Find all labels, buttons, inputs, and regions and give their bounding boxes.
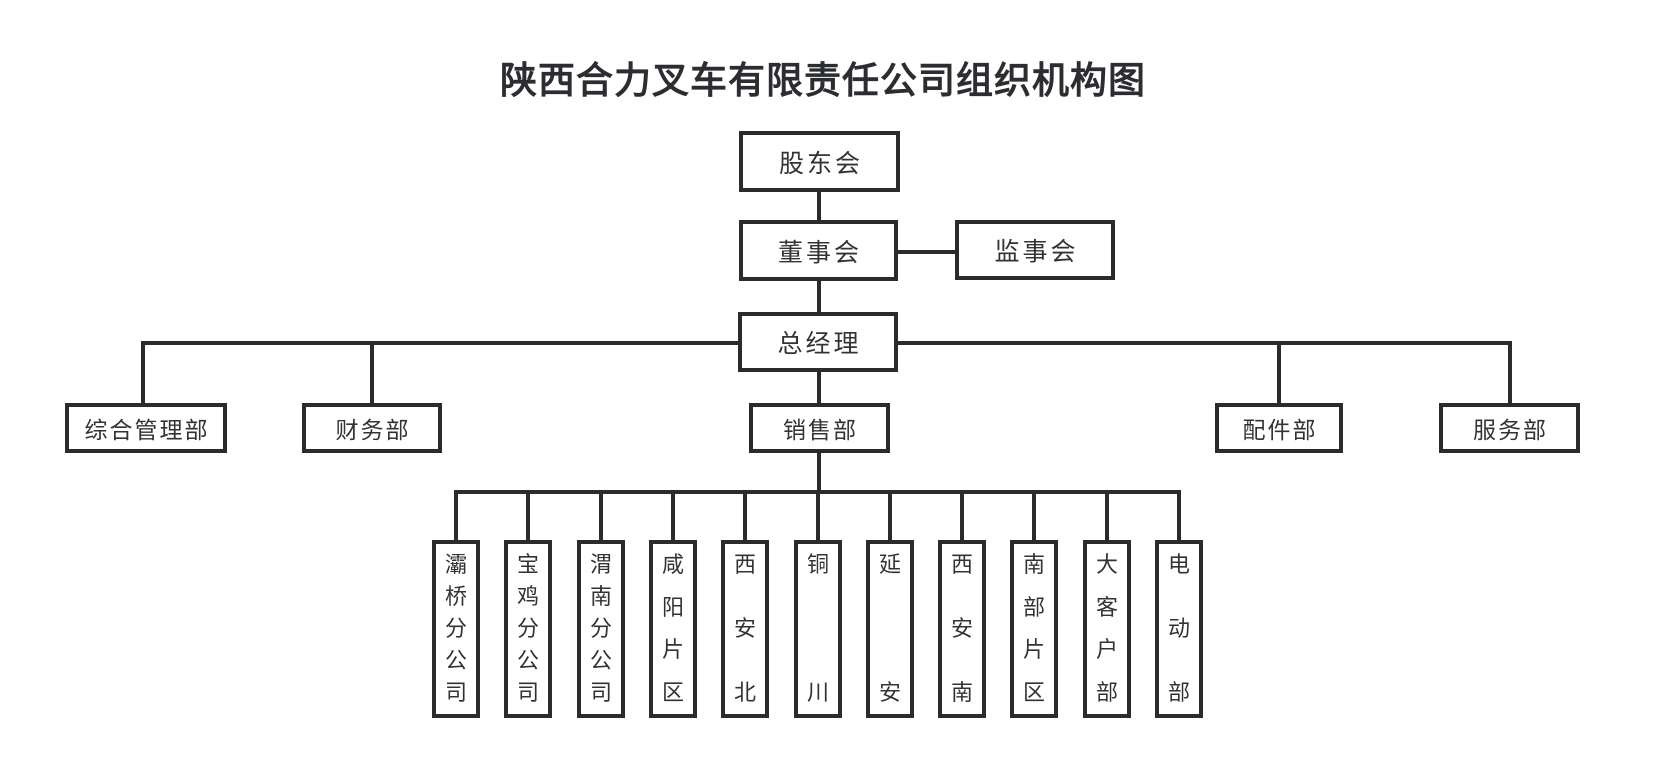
unit-label-char: 部 [1167,680,1190,705]
node-dept-admin: 综合管理部 [65,403,227,453]
connector-sales-unit-2 [599,490,603,540]
node-shareholders: 股东会 [739,131,900,192]
unit-label-char: 电 [1167,552,1190,577]
unit-label-char: 阳 [661,594,684,620]
node-sales-unit-7: 西安南 [938,540,986,718]
connector-gm-right-branch [897,341,1512,345]
unit-label-char: 司 [516,680,539,705]
unit-label-char: 安 [733,616,756,641]
node-sales-unit-3: 咸阳片区 [649,540,697,718]
unit-label-char: 铜 [806,552,829,577]
connector-sales-unit-0 [454,490,458,540]
unit-label-char: 片 [661,637,684,663]
connector-sales-unit-6 [888,490,892,540]
node-sales-unit-8: 南部片区 [1010,540,1058,718]
node-dept-finance: 财务部 [302,403,442,453]
unit-label-char: 司 [589,680,612,705]
node-supervisory: 监事会 [955,220,1115,280]
chart-title: 陕西合力叉车有限责任公司组织机构图 [500,60,1146,101]
unit-label-char: 西 [950,552,973,577]
unit-label-char: 区 [1022,679,1045,705]
unit-label-char: 灞 [444,552,467,577]
unit-label-char: 公 [589,648,612,673]
connector-sales-unit-9 [1105,490,1109,540]
connector-drop-admin [141,341,145,403]
connector-drop-parts [1277,341,1281,403]
connector-drop-finance [370,341,374,403]
unit-label-char: 分 [589,616,612,641]
node-sales-unit-0: 灞桥分公司 [432,540,480,718]
unit-label-char: 司 [444,680,467,705]
unit-label-char: 北 [733,680,756,705]
unit-label-char: 分 [516,616,539,641]
unit-label-char: 宝 [516,552,539,577]
connector-shareholders-board [817,190,821,222]
unit-label-char: 延 [878,552,901,577]
connector-board-supervisory [896,250,955,254]
unit-label-char: 客 [1095,594,1118,620]
node-sales-unit-6: 延安 [866,540,914,718]
unit-label-char: 分 [444,616,467,641]
unit-label-char: 公 [516,648,539,673]
connector-gm-left-branch [141,341,739,345]
unit-label-char: 区 [661,679,684,705]
unit-label-char: 户 [1095,637,1118,663]
unit-label-char: 鸡 [516,584,539,609]
node-dept-sales: 销售部 [749,403,890,453]
node-sales-unit-10: 电动部 [1155,540,1203,718]
unit-label-char: 安 [950,616,973,641]
node-dept-parts: 配件部 [1215,403,1343,453]
unit-label-char: 川 [806,680,829,705]
connector-sales-unit-1 [526,490,530,540]
connector-sales-unit-4 [743,490,747,540]
connector-board-gm [817,279,821,314]
connector-drop-service [1508,341,1512,403]
unit-label-char: 南 [1022,552,1045,577]
node-sales-unit-5: 铜川 [794,540,842,718]
unit-label-char: 公 [444,648,467,673]
unit-label-char: 大 [1095,552,1118,577]
node-sales-unit-2: 渭南分公司 [577,540,625,718]
unit-label-char: 西 [733,552,756,577]
unit-label-char: 安 [878,680,901,705]
unit-label-char: 部 [1022,594,1045,620]
node-sales-unit-1: 宝鸡分公司 [504,540,552,718]
unit-label-char: 南 [950,680,973,705]
unit-label-char: 片 [1022,637,1045,663]
unit-label-char: 部 [1095,679,1118,705]
unit-label-char: 渭 [589,552,612,577]
connector-sales-bus [817,453,821,494]
node-dept-service: 服务部 [1439,403,1580,453]
unit-label-char: 南 [589,584,612,609]
unit-label-char: 咸 [661,552,684,577]
node-board: 董事会 [739,220,898,281]
unit-label-char: 桥 [444,584,467,609]
unit-label-char: 动 [1167,616,1190,641]
node-sales-unit-4: 西安北 [721,540,769,718]
connector-sales-unit-7 [960,490,964,540]
connector-drop-sales [817,370,821,404]
node-general-manager: 总经理 [738,312,898,372]
connector-sales-unit-3 [671,490,675,540]
connector-sales-unit-8 [1032,490,1036,540]
node-sales-unit-9: 大客户部 [1083,540,1131,718]
connector-sales-unit-5 [816,490,820,540]
connector-sales-unit-10 [1177,490,1181,540]
